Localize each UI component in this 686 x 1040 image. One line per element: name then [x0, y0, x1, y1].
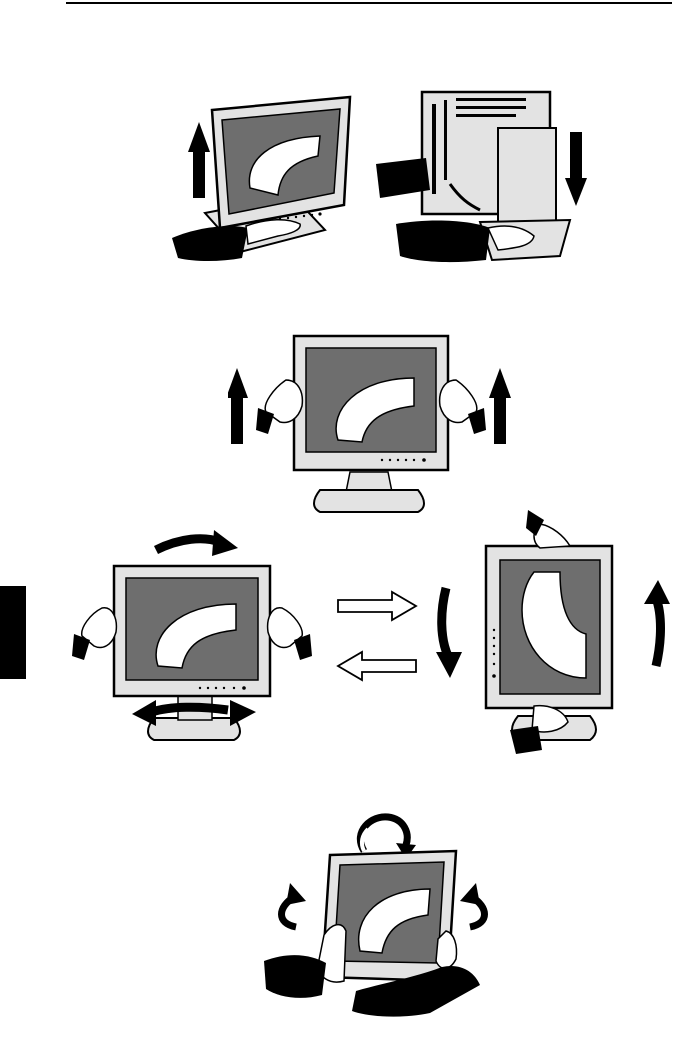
section-thumb-tab	[0, 586, 26, 679]
rotate-arrow-icon	[282, 883, 307, 927]
figure-lift-with-both-hands	[228, 330, 528, 520]
left-outline-arrow-icon	[338, 652, 416, 680]
rotate-arrow-icon	[460, 883, 485, 927]
monitor-height-adjust-illustration	[150, 80, 590, 270]
up-arrow-icon	[188, 122, 210, 198]
hand-icon	[268, 608, 312, 660]
header-rule	[66, 2, 672, 4]
monitor-pivot-illustration	[70, 500, 680, 760]
monitor-tilt-swivel-illustration	[260, 805, 510, 1025]
hand-icon	[264, 925, 346, 998]
figure-tilt-and-swivel	[260, 805, 510, 1025]
up-arrow-icon	[228, 368, 248, 444]
curved-arrow-icon	[644, 580, 670, 666]
figure-raise-and-lower	[150, 80, 590, 270]
curved-arrow-icon	[436, 588, 462, 678]
down-arrow-icon	[565, 132, 587, 206]
curved-arrow-icon	[156, 530, 238, 556]
up-arrow-icon	[489, 368, 511, 444]
hand-icon	[72, 608, 116, 660]
hand-icon	[526, 510, 570, 548]
right-outline-arrow-icon	[338, 592, 416, 620]
monitor-lift-illustration	[228, 330, 528, 520]
monitor-front-view	[294, 336, 448, 512]
figure-landscape-portrait-rotation	[70, 500, 680, 760]
